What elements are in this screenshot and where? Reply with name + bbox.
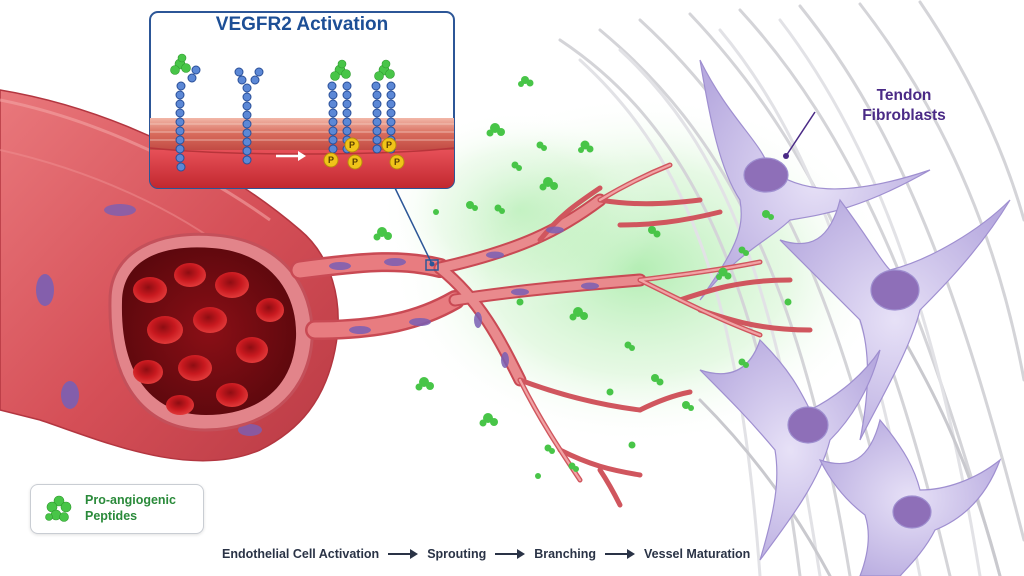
phosphate-marker: P (389, 154, 405, 170)
inset-connector-line (394, 187, 433, 265)
cell-membrane (150, 118, 454, 150)
phosphate-label: P (394, 157, 400, 167)
phosphate-label: P (386, 140, 392, 150)
phosphate-label: P (349, 140, 355, 150)
inset-peptides (170, 53, 395, 81)
phosphate-marker: P (347, 154, 363, 170)
fibroblast-label-line1: Tendon (876, 87, 932, 104)
arrow-right-icon (605, 549, 636, 559)
fibroblasts (699, 59, 1011, 576)
peptide-clusters (373, 76, 792, 479)
phosphate-label: P (352, 157, 358, 167)
flow-step-branching: Branching (534, 547, 597, 561)
phosphate-marker: P (323, 152, 339, 168)
fibroblast-label: Tendon Fibroblasts (846, 86, 962, 126)
legend-label-line2: Peptides (85, 509, 138, 523)
legend: Pro-angiogenic Peptides (30, 484, 204, 534)
legend-label: Pro-angiogenic Peptides (85, 492, 201, 524)
arrow-right-icon (495, 549, 526, 559)
process-flow: Endothelial Cell Activation Sprouting Br… (222, 544, 750, 564)
peptide-cluster-icon (45, 495, 72, 522)
vegfr2-inset (149, 11, 455, 271)
arrow-right-icon (388, 549, 419, 559)
phosphate-marker: P (344, 137, 360, 153)
phosphate-markers: P P P P P (323, 137, 405, 170)
legend-label-line1: Pro-angiogenic (85, 493, 176, 507)
phosphate-marker: P (381, 137, 397, 153)
fibroblast-label-line2: Fibroblasts (862, 107, 946, 124)
vegfr2-receptors (175, 65, 396, 172)
flow-step-activation: Endothelial Cell Activation (222, 547, 380, 561)
sprouting-capillaries (290, 162, 813, 508)
activation-arrow (276, 151, 306, 161)
red-blood-cells (133, 263, 284, 415)
endothelial-cells (329, 226, 599, 368)
inset-title: VEGFR2 Activation (215, 14, 389, 35)
flow-step-maturation: Vessel Maturation (644, 547, 751, 561)
phosphate-label: P (328, 155, 334, 165)
fibroblast-leader-line (785, 111, 816, 157)
fibroblast-nucleus (743, 157, 789, 193)
inset-target-marker (425, 259, 439, 271)
flow-step-sprouting: Sprouting (427, 547, 487, 561)
